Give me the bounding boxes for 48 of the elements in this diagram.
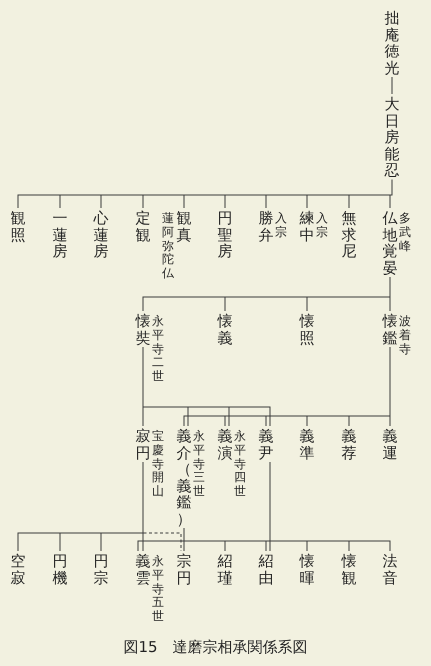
person-name: 義演 bbox=[218, 428, 232, 461]
person-name: 義準 bbox=[300, 428, 314, 461]
person-name: 円聖房 bbox=[218, 210, 232, 260]
note-text: 宝慶寺開山 bbox=[152, 430, 164, 499]
person-name: 懐奘 bbox=[136, 313, 150, 346]
person-name: 懐観 bbox=[342, 553, 356, 586]
person-name: 義尹 bbox=[258, 428, 274, 461]
person-name: 無求尼 bbox=[342, 210, 356, 260]
person-name: 懐鑑 bbox=[382, 313, 398, 346]
person-name: 懐照 bbox=[300, 313, 314, 346]
person-name: 大日房能忍 bbox=[384, 96, 400, 178]
person-name: 懐義 bbox=[218, 313, 232, 346]
person-name: 円宗 bbox=[94, 553, 108, 586]
person-name: 拙庵徳光 bbox=[384, 10, 400, 76]
lineage-line bbox=[184, 528, 390, 552]
note-text: 入宗 bbox=[316, 212, 328, 240]
person-name: 紹由 bbox=[258, 553, 274, 586]
note-text: 永平寺二世 bbox=[152, 315, 164, 384]
person-name: 一蓮房 bbox=[52, 210, 68, 260]
note-text: 入宗 bbox=[275, 212, 287, 240]
person-name: 勝弁 bbox=[258, 210, 274, 243]
figure-caption: 図15 達磨宗相承関係系図 bbox=[122, 637, 309, 658]
person-name: 義運 bbox=[382, 428, 398, 461]
person-name: 紹瑾 bbox=[218, 553, 232, 586]
note-text: 永平寺四世 bbox=[234, 430, 246, 499]
person-name: 空寂 bbox=[10, 553, 26, 586]
person-name: 義雲 bbox=[136, 553, 150, 586]
person-name: 練中 bbox=[300, 210, 314, 243]
person-name: 仏地覚晏 bbox=[382, 210, 398, 276]
person-name: 寂円 bbox=[136, 428, 150, 461]
person-name: 法音 bbox=[382, 553, 398, 586]
dashed-lineage-line bbox=[142, 462, 182, 552]
person-name: 観照 bbox=[10, 210, 26, 243]
lineage-line bbox=[390, 179, 392, 208]
lineage-line bbox=[142, 346, 270, 426]
person-name: 観真 bbox=[176, 210, 192, 243]
person-name: 義荐 bbox=[342, 428, 356, 461]
note-text: 永平寺五世 bbox=[152, 555, 164, 624]
note-text: 多武峰 bbox=[399, 212, 411, 254]
person-name: 定観 bbox=[136, 210, 150, 243]
note-text: 波着寺 bbox=[399, 315, 411, 356]
person-name: 心蓮房 bbox=[94, 210, 108, 260]
person-name: 義介（義鑑） bbox=[176, 428, 192, 527]
person-name: 円機 bbox=[52, 553, 68, 586]
note-text: 永平寺三世 bbox=[193, 430, 205, 499]
person-name: 宗円 bbox=[176, 553, 192, 586]
note-text: 蓮阿弥陀仏 bbox=[162, 212, 174, 281]
person-name: 懐暉 bbox=[300, 553, 314, 586]
